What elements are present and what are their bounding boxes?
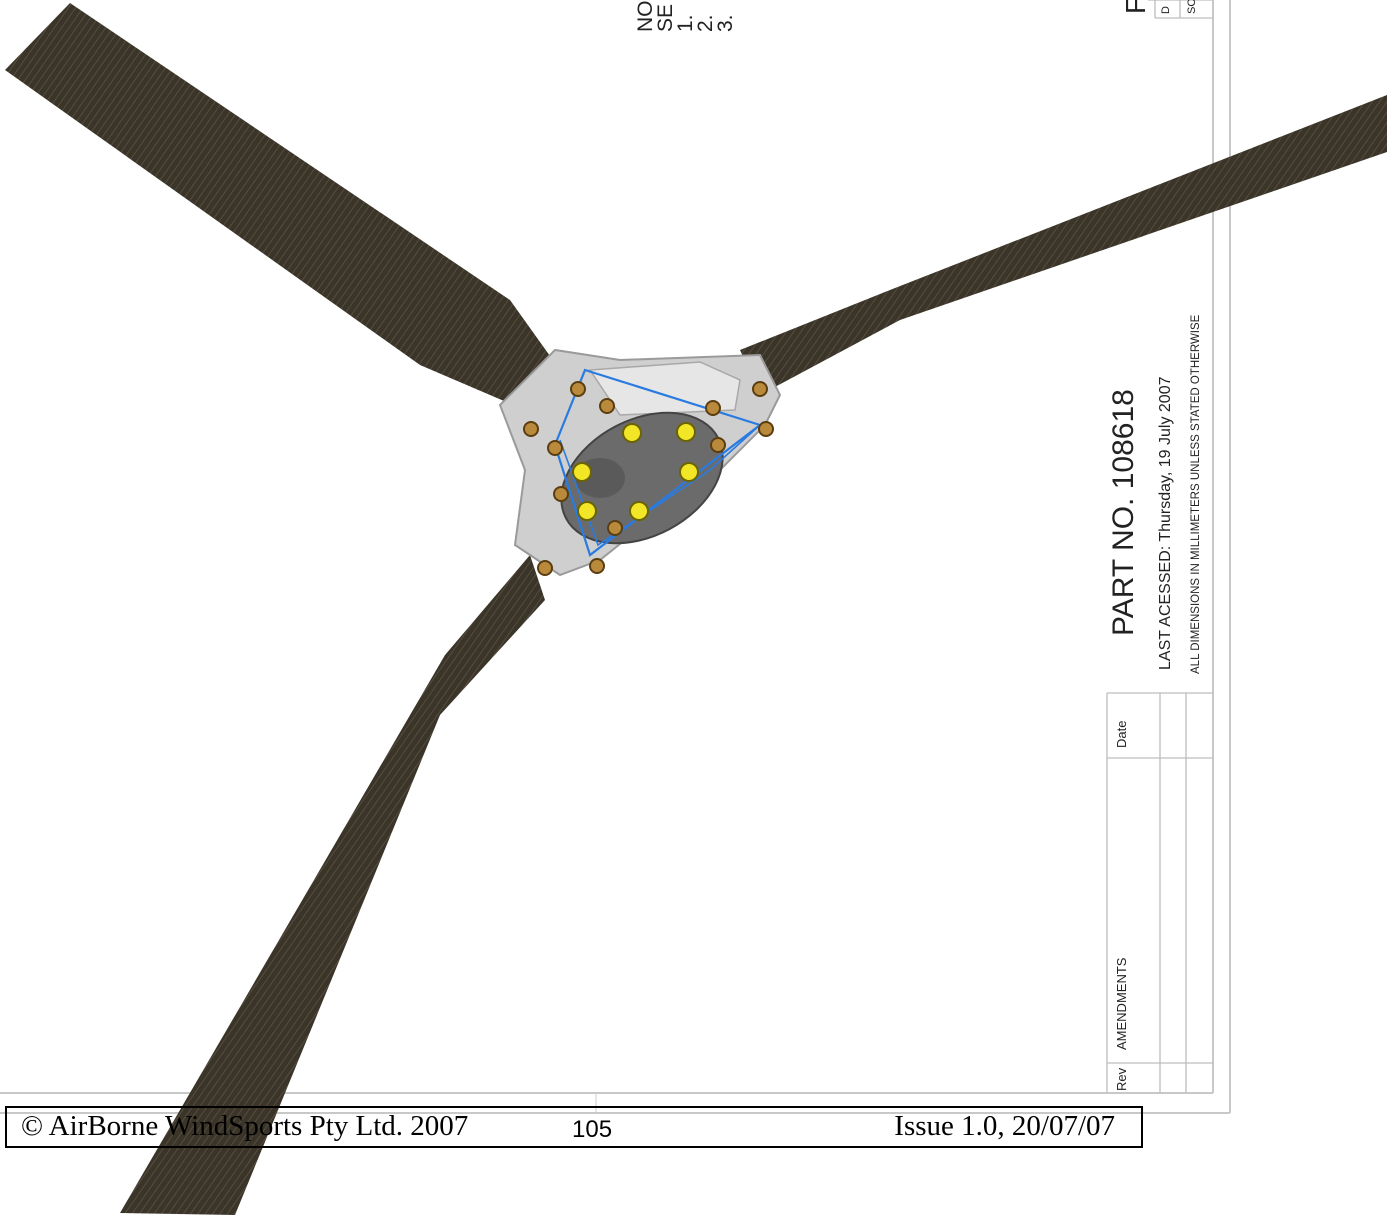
- notes-item-1: 1.: [674, 14, 697, 32]
- corner-small-d: D: [1160, 6, 1172, 14]
- blade-lower: [120, 555, 545, 1215]
- notes-item-3: 3.: [714, 14, 737, 32]
- amendments-rev-header: Rev: [1114, 1067, 1129, 1091]
- blade-right: [740, 95, 1387, 395]
- amendments-header: AMENDMENTS: [1114, 957, 1129, 1050]
- hub-shading: [588, 361, 741, 416]
- part-number: PART NO. 108618: [1107, 389, 1140, 636]
- blue-outline-2: [559, 424, 761, 547]
- footer-page-number: 105: [572, 1116, 613, 1143]
- notes-item-2: 2.: [694, 14, 717, 32]
- notes-line-no: NO: [634, 0, 657, 33]
- amendments-date-header: Date: [1114, 720, 1129, 748]
- title-block-grid: [1106, 0, 1213, 1093]
- last-accessed: LAST ACESSED: Thursday, 19 July 2007: [1157, 376, 1174, 671]
- blue-outline: [553, 368, 763, 557]
- bronze-bolt: [523, 381, 774, 576]
- corner-letter: F: [1120, 0, 1151, 14]
- hub-bolts: [523, 381, 774, 576]
- notes-heading: NO SE 1. 2. 3.: [634, 0, 737, 33]
- dimensions-note: ALL DIMENSIONS IN MILLIMETERS UNLESS STA…: [1190, 314, 1202, 674]
- propeller-blades: [5, 3, 1387, 1215]
- notes-line-se: SE: [654, 3, 677, 32]
- blade-upper-left: [5, 3, 560, 410]
- page-footer: © AirBorne WindSports Pty Ltd. 2007 105 …: [5, 1106, 1143, 1148]
- yellow-bolt: [572, 422, 699, 521]
- corner-small-sc: SC: [1186, 0, 1198, 14]
- propeller-hub: [498, 348, 782, 577]
- footer-copyright: © AirBorne WindSports Pty Ltd. 2007: [21, 1110, 469, 1142]
- footer-issue: Issue 1.0, 20/07/07: [894, 1110, 1115, 1142]
